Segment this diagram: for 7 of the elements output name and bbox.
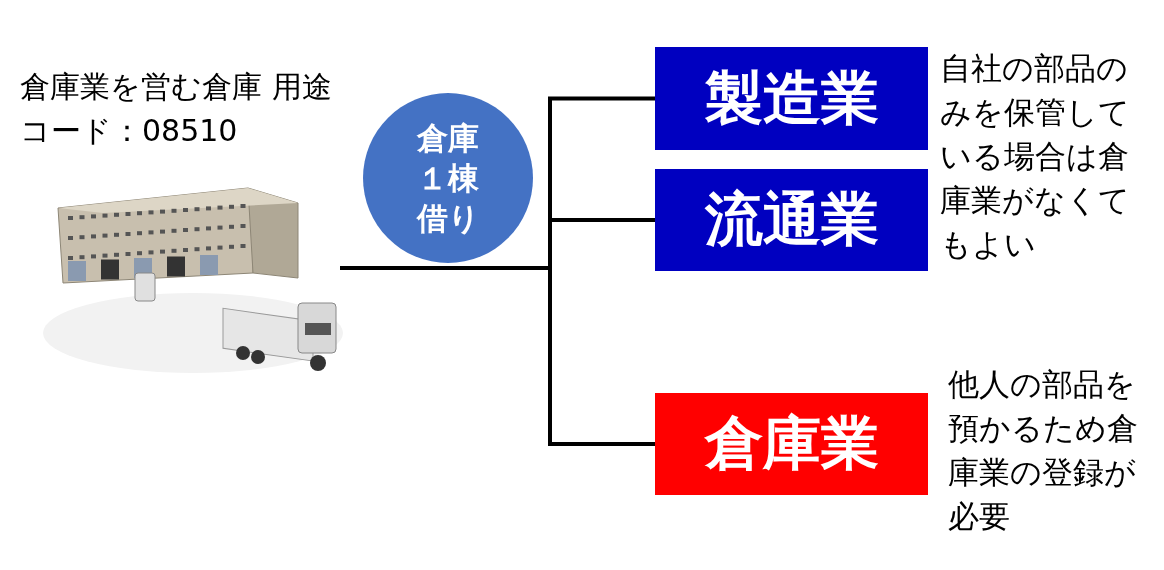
warehouse-heading: 倉庫業を営む倉庫 用途コード：08510 — [20, 68, 333, 150]
category-box: 流通業 — [655, 169, 928, 271]
note-text: 他人の部品を預かるため倉庫業の登録が必要 — [948, 365, 1139, 536]
category-box: 倉庫業 — [655, 393, 928, 495]
rental-circle: 倉庫１棟借り — [363, 93, 533, 263]
note-text: 自社の部品のみを保管している場合は倉庫業がなくてもよい — [940, 49, 1131, 264]
category-box: 製造業 — [655, 47, 928, 150]
